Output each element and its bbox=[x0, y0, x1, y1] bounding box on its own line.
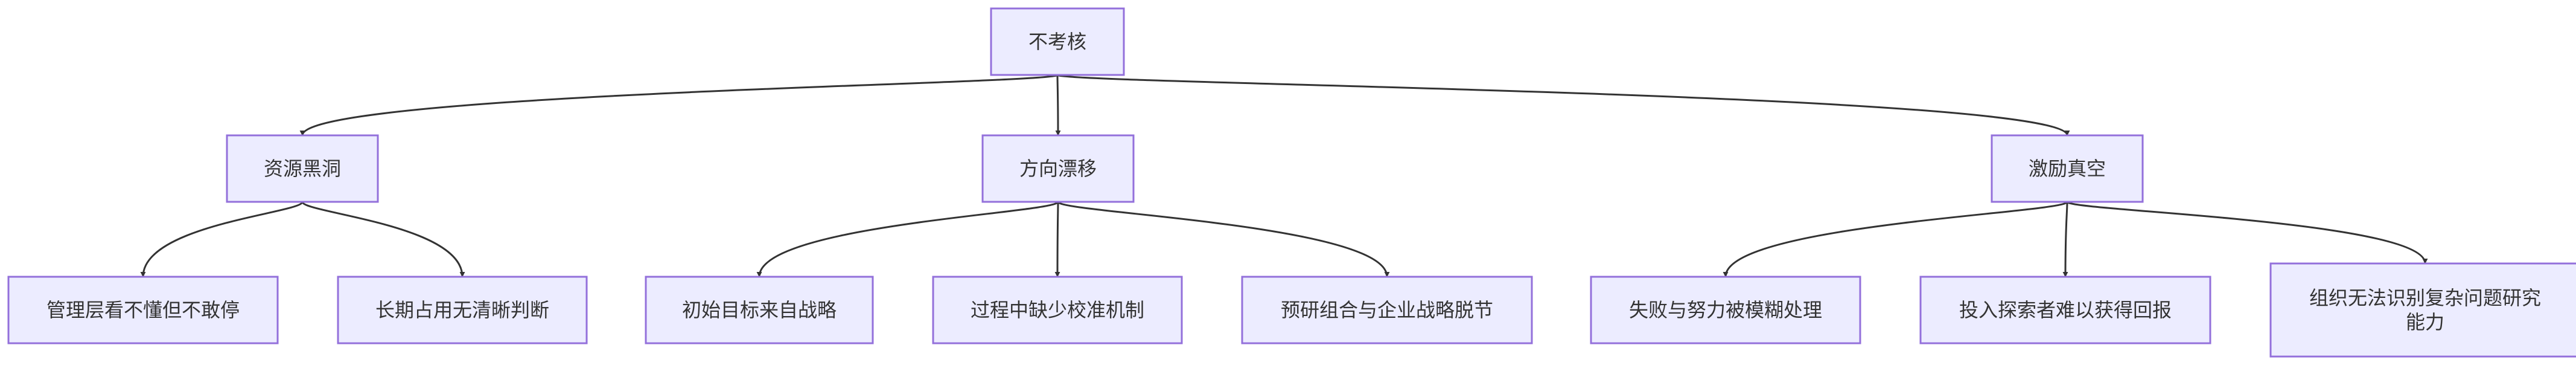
edge-n1-n1a bbox=[140, 201, 304, 277]
node-n1a: 管理层看不懂但不敢停 bbox=[7, 276, 279, 344]
node-box bbox=[1991, 134, 2144, 203]
edges-layer bbox=[140, 74, 2428, 277]
node-box bbox=[337, 276, 588, 344]
edge-n2-n2b bbox=[1054, 201, 1060, 277]
node-box bbox=[1590, 276, 1861, 344]
node-box bbox=[645, 276, 874, 344]
node-box bbox=[7, 276, 279, 344]
node-label: 投入探索者难以获得回报 bbox=[1959, 299, 2172, 321]
node-label: 组织无法识别复杂问题研究能力 bbox=[2309, 286, 2541, 334]
edge-n2-n2c bbox=[1057, 201, 1390, 277]
node-label: 资源黑洞 bbox=[264, 157, 341, 180]
node-root: 不考核 bbox=[990, 7, 1125, 76]
node-box bbox=[981, 134, 1135, 203]
edge-root-n3 bbox=[1056, 74, 2070, 136]
node-box bbox=[932, 276, 1183, 344]
node-label: 不考核 bbox=[1028, 30, 1086, 53]
node-label: 管理层看不懂但不敢停 bbox=[46, 299, 240, 321]
node-box bbox=[990, 7, 1125, 76]
edge-n3-n3a bbox=[1723, 201, 2068, 277]
node-label: 方向漂移 bbox=[1019, 157, 1097, 180]
edge-n2-n2a bbox=[756, 201, 1059, 277]
node-n2c: 预研组合与企业战略脱节 bbox=[1241, 276, 1533, 344]
edge-n3-n3c bbox=[2066, 201, 2428, 264]
node-n3: 激励真空 bbox=[1991, 134, 2144, 203]
node-box bbox=[2269, 262, 2576, 358]
node-box bbox=[226, 134, 379, 203]
node-label: 长期占用无清晰判断 bbox=[375, 299, 549, 321]
node-label: 预研组合与企业战略脱节 bbox=[1281, 299, 1493, 321]
node-n1: 资源黑洞 bbox=[226, 134, 379, 203]
node-n2b: 过程中缺少校准机制 bbox=[932, 276, 1183, 344]
node-n2a: 初始目标来自战略 bbox=[645, 276, 874, 344]
node-n2: 方向漂移 bbox=[981, 134, 1135, 203]
edge-n3-n3b bbox=[2062, 201, 2068, 277]
node-box bbox=[1919, 276, 2211, 344]
node-n3c: 组织无法识别复杂问题研究能力 bbox=[2269, 262, 2576, 358]
node-label: 失败与努力被模糊处理 bbox=[1629, 299, 1822, 321]
edge-n1-n1b bbox=[301, 201, 465, 277]
node-box bbox=[1241, 276, 1533, 344]
node-label: 过程中缺少校准机制 bbox=[971, 299, 1144, 321]
node-label: 激励真空 bbox=[2029, 157, 2106, 180]
edge-root-n1 bbox=[299, 74, 1059, 136]
node-n3b: 投入探索者难以获得回报 bbox=[1919, 276, 2211, 344]
edge-root-n2 bbox=[1055, 74, 1061, 136]
node-label: 初始目标来自战略 bbox=[682, 299, 837, 321]
node-n3a: 失败与努力被模糊处理 bbox=[1590, 276, 1861, 344]
node-n1b: 长期占用无清晰判断 bbox=[337, 276, 588, 344]
